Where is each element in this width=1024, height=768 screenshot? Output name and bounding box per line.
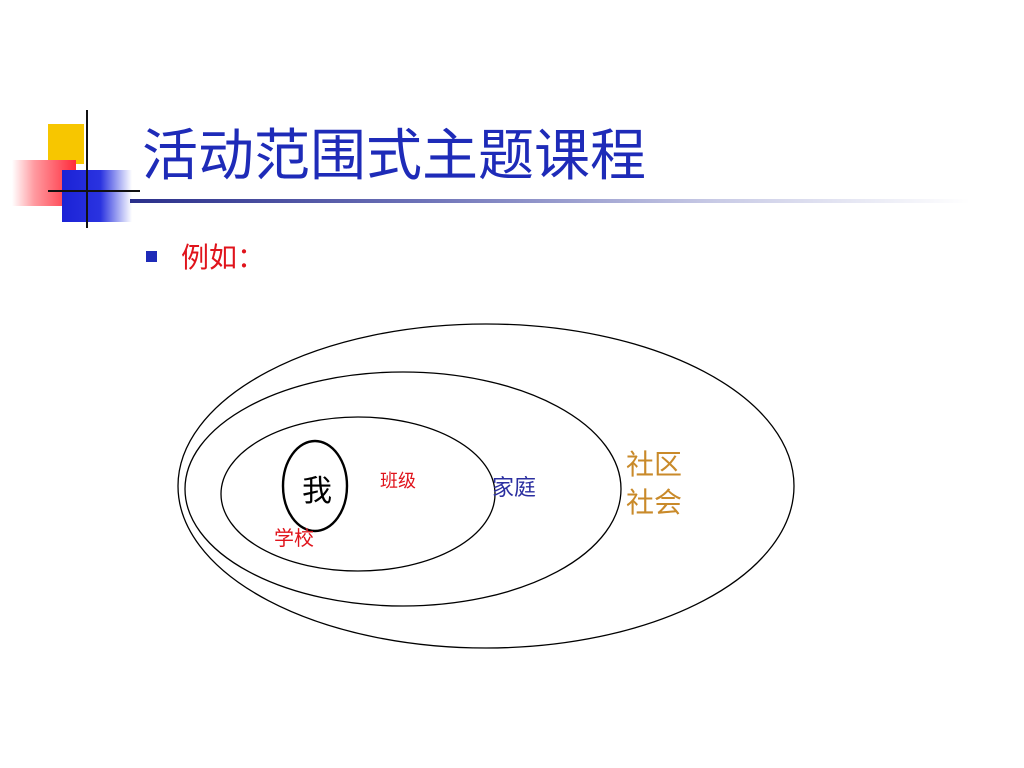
bullet-item: 例如： [146,236,265,276]
label-community-society: 社区 社会 [626,446,682,522]
label-me: 我 [302,474,332,509]
label-school: 学校 [274,526,314,550]
label-class: 班级 [380,471,416,492]
label-community: 社区 [626,448,683,481]
title-underline [130,199,970,203]
deco-yellow-square [48,124,84,164]
bullet-text: 例如： [181,241,266,274]
deco-vertical-line [86,110,88,228]
deco-blue-square [62,170,132,222]
ellipse-family [184,371,622,607]
ellipse-community [177,323,795,649]
ellipse-school [220,416,496,572]
slide-title: 活动范围式主题课程 [142,124,646,189]
bullet-square-icon [146,250,157,262]
deco-horizontal-line [48,190,140,192]
ellipse-class [281,439,349,533]
label-family: 家庭 [492,476,537,501]
label-society: 社会 [626,486,683,519]
